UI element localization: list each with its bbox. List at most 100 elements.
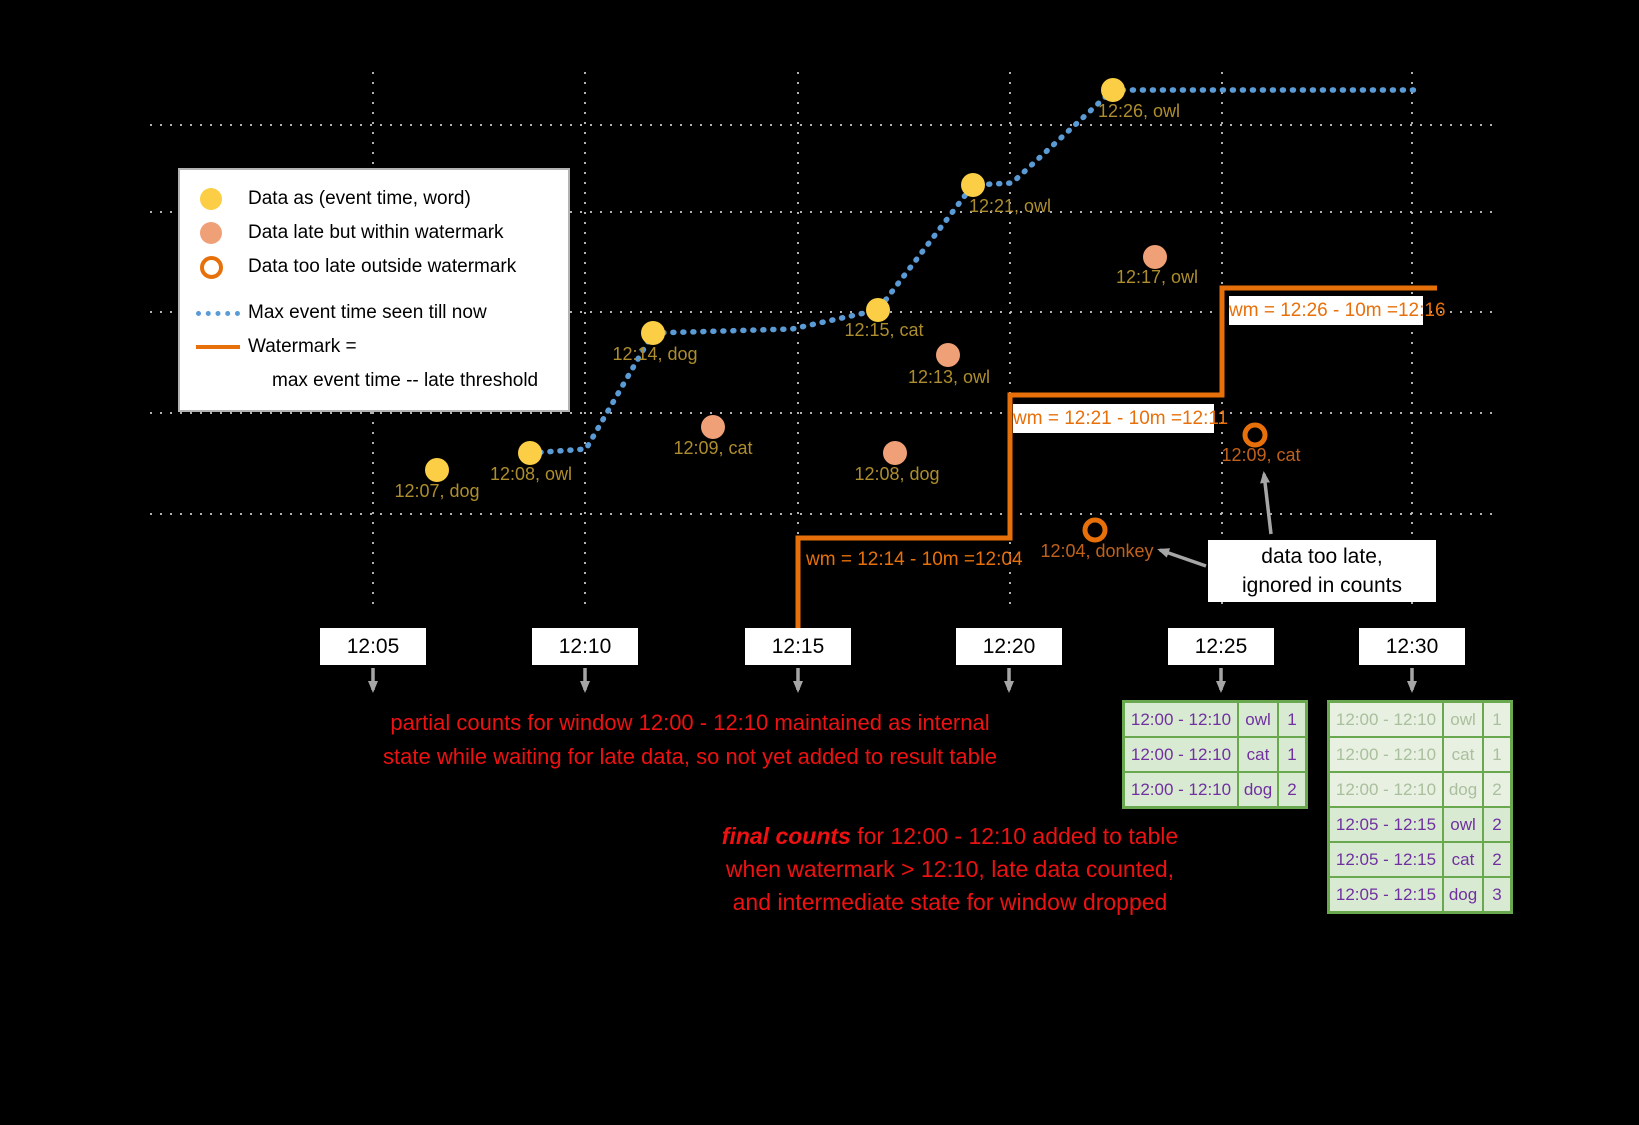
table-cell-count: 3 [1484, 878, 1510, 911]
legend-item-late-within: Data late but within watermark [194, 216, 558, 250]
point-label: 12:17, owl [1116, 267, 1198, 287]
annotation-partial-counts: partial counts for window 12:00 - 12:10 … [310, 706, 1070, 774]
table-cell-window: 12:05 - 12:15 [1330, 843, 1442, 876]
table-cell-word: owl [1239, 703, 1277, 736]
too-late-note-arrows [1157, 471, 1273, 568]
legend-label: max event time -- late threshold [272, 370, 539, 391]
point-label: 12:13, owl [908, 367, 990, 387]
point-label: 12:08, dog [854, 464, 939, 484]
late-within-points [701, 245, 1167, 465]
table-cell-window: 12:00 - 12:10 [1330, 703, 1442, 736]
time-tick-12-25: 12:25 [1168, 628, 1274, 665]
too-late-circle-icon [200, 255, 223, 279]
legend-item-watermark: Watermark = [194, 330, 558, 364]
data-point-on-time [425, 458, 449, 482]
time-tick-12-10: 12:10 [532, 628, 638, 665]
table-cell-word: owl [1444, 703, 1482, 736]
note-arrow-cat-icon [1260, 471, 1273, 535]
data-point-late [883, 441, 907, 465]
point-label: 12:07, dog [394, 481, 479, 501]
point-label: 12:14, dog [612, 344, 697, 364]
time-tick-12-15: 12:15 [745, 628, 851, 665]
data-point-on-time [641, 321, 665, 345]
watermark-line-icon [196, 345, 240, 349]
table-cell-count: 2 [1279, 773, 1305, 806]
table-cell-count: 2 [1484, 773, 1510, 806]
legend-label: Watermark = [248, 336, 357, 357]
too-late-note: data too late, ignored in counts [1208, 540, 1436, 602]
table-cell-word: cat [1239, 738, 1277, 771]
table-cell-window: 12:00 - 12:10 [1125, 703, 1237, 736]
legend-label: Data too late outside watermark [248, 256, 517, 277]
annotation-line: when watermark > 12:10, late data counte… [725, 856, 1175, 882]
point-label: 12:15, cat [844, 320, 923, 340]
max-event-time-line [527, 87, 1419, 456]
final-counts-rest: for 12:00 - 12:10 added to table [850, 823, 1179, 849]
data-point-late [1143, 245, 1167, 269]
annotation-line: state while waiting for late data, so no… [383, 744, 997, 769]
point-label: 12:09, cat [1221, 445, 1300, 465]
data-point-late [701, 415, 725, 439]
table-cell-count: 1 [1279, 703, 1305, 736]
table-cell-count: 2 [1484, 843, 1510, 876]
legend-item-max-event-time: Max event time seen till now [194, 296, 558, 330]
annotation-line: partial counts for window 12:00 - 12:10 … [390, 710, 990, 735]
tick-arrows [368, 668, 1417, 693]
legend-item-on-time: Data as (event time, word) [194, 182, 558, 216]
table-cell-word: cat [1444, 843, 1482, 876]
point-labels: 12:07, dog 12:08, owl 12:14, dog 12:15, … [394, 101, 1300, 561]
annotation-final-counts: final counts for 12:00 - 12:10 added to … [690, 820, 1210, 919]
table-cell-word: dog [1444, 773, 1482, 806]
max-event-line-icon [196, 310, 240, 316]
table-cell-count: 2 [1484, 808, 1510, 841]
point-label: 12:09, cat [673, 438, 752, 458]
table-cell-window: 12:00 - 12:10 [1330, 738, 1442, 771]
watermark-label-1: wm = 12:14 - 10m =12:04 [806, 549, 1023, 570]
result-table-12-30: 12:00 - 12:10 owl 1 12:00 - 12:10 cat 1 … [1327, 700, 1513, 914]
legend: Data as (event time, word) Data late but… [178, 168, 570, 412]
data-point-on-time [961, 173, 985, 197]
annotation-line: final counts for 12:00 - 12:10 added to … [690, 820, 1210, 853]
table-cell-count: 1 [1279, 738, 1305, 771]
result-table-12-25: 12:00 - 12:10 owl 1 12:00 - 12:10 cat 1 … [1122, 700, 1308, 809]
point-label: 12:26, owl [1098, 101, 1180, 121]
final-counts-emphasis: final counts [721, 823, 851, 849]
data-point-too-late [1082, 517, 1108, 543]
too-late-points [1082, 422, 1268, 543]
note-arrow-donkey-icon [1157, 548, 1207, 568]
data-point-on-time [866, 298, 890, 322]
legend-label: Data as (event time, word) [248, 188, 471, 209]
table-cell-window: 12:05 - 12:15 [1330, 878, 1442, 911]
table-cell-window: 12:00 - 12:10 [1330, 773, 1442, 806]
table-cell-word: dog [1444, 878, 1482, 911]
watermark-label-3: wm = 12:26 - 10m =12:16 [1229, 296, 1446, 325]
on-time-dot-icon [200, 188, 222, 210]
time-tick-12-20: 12:20 [956, 628, 1062, 665]
point-label: 12:21, owl [969, 196, 1051, 216]
table-cell-window: 12:05 - 12:15 [1330, 808, 1442, 841]
note-line: ignored in counts [1242, 574, 1402, 597]
watermark-line [795, 285, 1437, 634]
time-tick-12-30: 12:30 [1359, 628, 1465, 665]
legend-item-watermark-cont: max event time -- late threshold [194, 364, 558, 398]
legend-label: Data late but within watermark [248, 222, 504, 243]
table-cell-window: 12:00 - 12:10 [1125, 773, 1237, 806]
point-label: 12:08, owl [490, 464, 572, 484]
point-label: 12:04, donkey [1040, 541, 1153, 561]
table-cell-count: 1 [1484, 703, 1510, 736]
table-cell-word: owl [1444, 808, 1482, 841]
data-point-on-time [518, 441, 542, 465]
legend-item-too-late: Data too late outside watermark [194, 250, 558, 284]
table-cell-window: 12:00 - 12:10 [1125, 738, 1237, 771]
table-cell-count: 1 [1484, 738, 1510, 771]
time-tick-12-05: 12:05 [320, 628, 426, 665]
data-point-late [936, 343, 960, 367]
data-point-on-time [1101, 78, 1125, 102]
note-line: data too late, [1261, 545, 1383, 568]
table-cell-word: cat [1444, 738, 1482, 771]
table-cell-word: dog [1239, 773, 1277, 806]
legend-label: Max event time seen till now [248, 302, 487, 323]
annotation-line: and intermediate state for window droppe… [732, 889, 1168, 915]
